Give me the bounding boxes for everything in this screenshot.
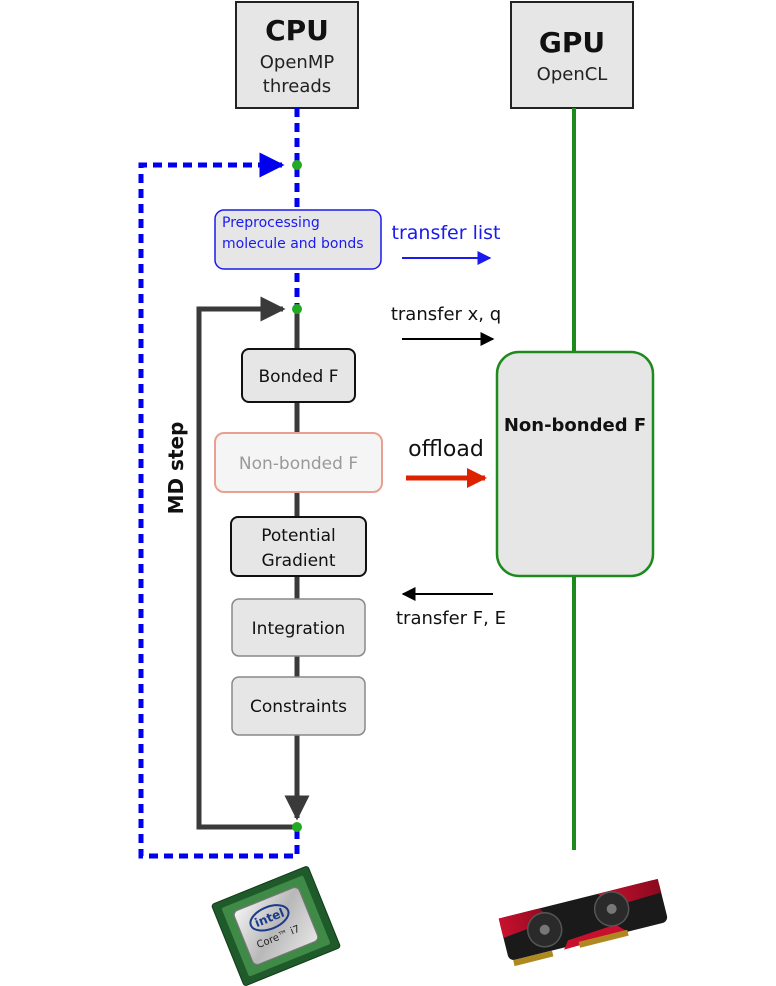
gpu-nonbonded-label: Non-bonded F (504, 415, 646, 436)
constraints-box (231, 676, 366, 736)
cpu-chip-icon: intel Core™ i7 (211, 866, 341, 986)
preprocessing-label-line2: molecule and bonds (222, 236, 364, 252)
cpu-title: CPU (265, 14, 329, 47)
integration-label: Integration (252, 619, 346, 639)
node-dot-top (292, 160, 302, 170)
cpu-subtitle-line1: OpenMP (260, 52, 335, 73)
cpu-header-box (235, 1, 359, 109)
outer-loop-path (138, 152, 300, 859)
transfer-xq-label: transfer x, q (391, 304, 501, 325)
gradient-label: Gradient (262, 551, 336, 571)
offload-label: offload (408, 437, 484, 462)
gpu-subtitle: OpenCL (537, 64, 608, 85)
gpu-header-box (510, 1, 634, 109)
potential-label: Potential (261, 526, 335, 546)
gpu-title: GPU (539, 26, 605, 59)
cpu-subtitle-line2: threads (263, 76, 331, 97)
transfer-list-label: transfer list (392, 222, 501, 244)
bonded-f-label: Bonded F (258, 367, 338, 387)
md-step-loop (196, 296, 297, 830)
node-dot-md-end (292, 822, 302, 832)
node-dot-md-start (292, 304, 302, 314)
constraints-label: Constraints (250, 697, 347, 717)
gpu-nonbonded-box (495, 350, 655, 578)
potential-gradient-box (230, 516, 367, 577)
transfer-fe-label: transfer F, E (396, 608, 506, 629)
nonbonded-offloaded-label: Non-bonded F (239, 454, 358, 474)
graphics-card-icon (498, 878, 668, 967)
preprocessing-label-line1: Preprocessing (222, 215, 320, 231)
preprocessing-box (214, 209, 382, 270)
nonbonded-offloaded-box (214, 432, 383, 493)
integration-box (231, 598, 366, 657)
bonded-f-box (241, 348, 356, 403)
md-step-label: MD step (164, 422, 188, 515)
